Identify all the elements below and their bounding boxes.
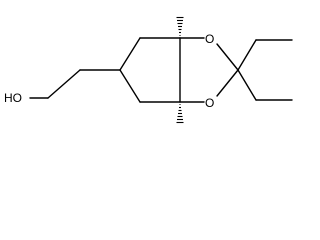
hashed-wedge-top [176, 16, 184, 37]
hashed-wedge-bottom [176, 103, 184, 124]
bond-o-c2-top [216, 43, 239, 71]
bond-c2-ethyl-top [237, 39, 257, 71]
bond-ch2-ch2 [47, 69, 81, 99]
structure-diagram: HO O O [4, 16, 293, 124]
atom-label-hydroxyl: HO [4, 91, 22, 105]
bond-c2-ethyl-bottom [237, 69, 257, 101]
bond-c6-c5 [119, 69, 141, 103]
atom-label-oxygen-top: O [205, 32, 214, 46]
molecule-svg: HO O O [4, 16, 293, 124]
bond-o-c2-bottom [216, 69, 239, 97]
bond-c5-c4 [119, 37, 141, 71]
atom-label-oxygen-bottom: O [205, 96, 214, 110]
